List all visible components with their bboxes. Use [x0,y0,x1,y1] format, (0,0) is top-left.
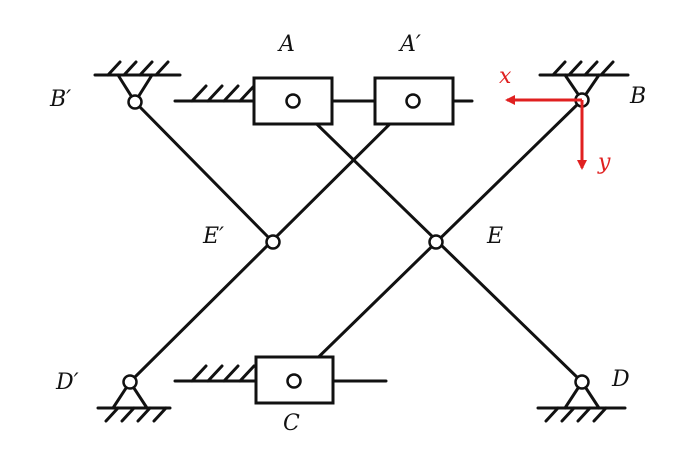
slider-a [252,76,334,126]
label-d: D [611,367,630,392]
joint-a-prime [405,93,421,109]
label-c: C [283,411,300,436]
label-e-prime: E′ [202,224,224,249]
label-d-prime: D′ [55,370,79,395]
joint-c [286,373,302,389]
joint-b-prime [127,94,143,110]
x-axis-label: x [499,64,512,89]
label-b-prime: B′ [49,87,71,112]
coordinate-axes [505,95,587,170]
joint-a [285,93,301,109]
joint-e [428,234,444,250]
label-e: E [486,224,503,249]
joint-e-prime [265,234,281,250]
label-a: A [277,32,295,57]
y-axis-label: y [597,150,611,175]
joint-d-prime [122,374,138,390]
link-b-prime-e-prime [133,100,275,244]
label-b: B [629,84,646,109]
label-a-prime: A′ [398,32,421,57]
ground-support-d-prime [96,379,172,423]
joint-d [574,374,590,390]
